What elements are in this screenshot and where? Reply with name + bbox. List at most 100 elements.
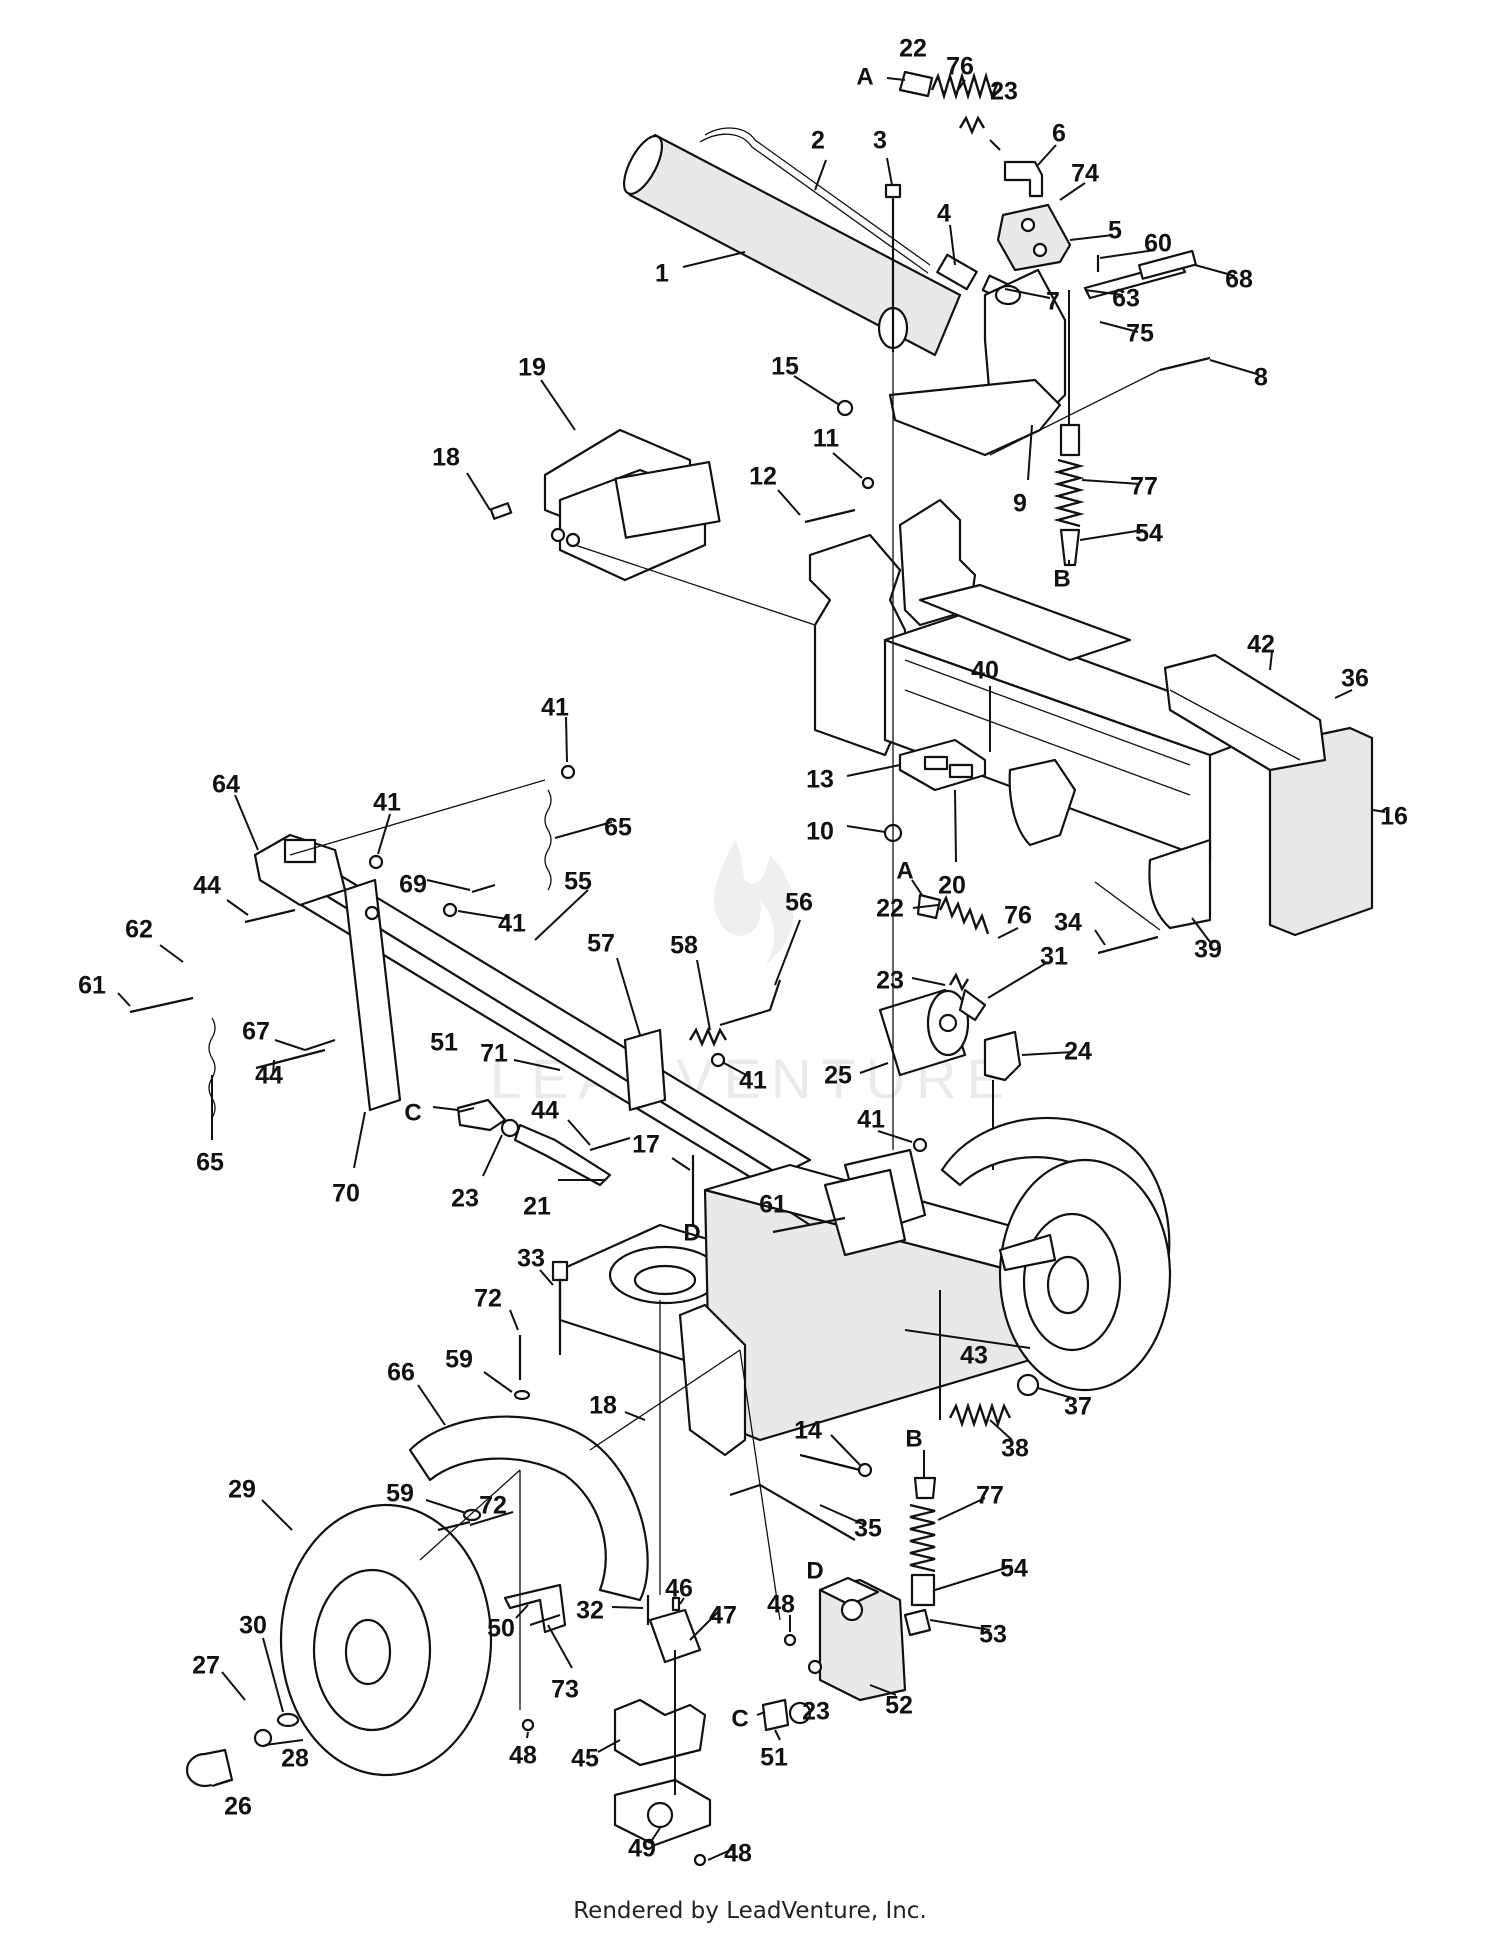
callout-34: 34 <box>1054 909 1082 937</box>
callout-21: 21 <box>523 1193 551 1221</box>
callout-61: 61 <box>78 972 106 1000</box>
callout-44: 44 <box>255 1062 283 1090</box>
callout-13: 13 <box>806 766 834 794</box>
callout-37: 37 <box>1064 1393 1092 1421</box>
callout-25: 25 <box>824 1062 852 1090</box>
callout-5: 5 <box>1108 217 1122 245</box>
base-axle-assembly <box>513 1148 1082 1541</box>
callout-36: 36 <box>1341 665 1369 693</box>
hose-a-lower <box>916 893 990 992</box>
callout-77: 77 <box>976 1482 1004 1510</box>
callout-76: 76 <box>946 53 974 81</box>
hydraulic-hose-part <box>704 127 931 266</box>
right-wheel-assembly <box>940 1116 1172 1392</box>
callout-18: 18 <box>589 1392 617 1420</box>
callout-22: 22 <box>899 35 927 63</box>
callout-33: 33 <box>517 1245 545 1273</box>
mount-bracket-19 <box>489 428 721 582</box>
callout-40: 40 <box>971 657 999 685</box>
callout-53: 53 <box>979 1621 1007 1649</box>
callout-71: 71 <box>480 1040 508 1068</box>
connector-letter-a: A <box>856 63 873 90</box>
watermark-flame-icon <box>714 840 794 965</box>
callout-23: 23 <box>451 1185 479 1213</box>
callout-48: 48 <box>509 1742 537 1770</box>
footer-credit: Rendered by LeadVenture, Inc. <box>573 1898 927 1924</box>
callout-41: 41 <box>857 1106 885 1134</box>
control-valve-part <box>996 203 1072 272</box>
callout-48: 48 <box>724 1840 752 1868</box>
callout-65: 65 <box>604 814 632 842</box>
callout-24: 24 <box>1064 1038 1092 1066</box>
hose-a-upper <box>898 70 1001 151</box>
connector-letter-b: B <box>1053 565 1070 592</box>
callout-11: 11 <box>813 425 840 453</box>
left-fender-part <box>408 1415 649 1602</box>
connector-letter-d: D <box>683 1219 700 1246</box>
callout-70: 70 <box>332 1180 360 1208</box>
callout-68: 68 <box>1225 266 1253 294</box>
hose-b-lower <box>909 1476 937 1607</box>
callout-46: 46 <box>665 1575 693 1603</box>
callout-23: 23 <box>876 967 904 995</box>
pump-assembly <box>521 1576 932 1867</box>
callout-67: 67 <box>242 1018 270 1046</box>
leader-lines <box>117 77 1386 1861</box>
callout-41: 41 <box>541 694 569 722</box>
callout-27: 27 <box>192 1652 220 1680</box>
callout-43: 43 <box>960 1342 988 1370</box>
callout-63: 63 <box>1112 285 1140 313</box>
callout-45: 45 <box>571 1745 599 1773</box>
callout-41: 41 <box>373 789 401 817</box>
connector-letter-a: A <box>896 857 913 884</box>
connector-letter-d: D <box>806 1557 823 1584</box>
callout-72: 72 <box>479 1492 507 1520</box>
callout-62: 62 <box>125 916 153 944</box>
callout-54: 54 <box>1000 1555 1028 1583</box>
jack-stand-part <box>343 878 402 1112</box>
callout-38: 38 <box>1001 1435 1029 1463</box>
callout-4: 4 <box>937 200 951 228</box>
callout-17: 17 <box>632 1131 660 1159</box>
callout-12: 12 <box>749 463 777 491</box>
callout-54: 54 <box>1135 520 1163 548</box>
callout-59: 59 <box>386 1480 414 1508</box>
callout-76: 76 <box>1004 902 1032 930</box>
callout-55: 55 <box>564 868 592 896</box>
callout-69: 69 <box>399 871 427 899</box>
beam-assembly <box>808 498 1374 955</box>
filter-assembly <box>878 988 1022 1170</box>
callout-3: 3 <box>873 127 887 155</box>
callout-65: 65 <box>196 1149 224 1177</box>
callout-29: 29 <box>228 1476 256 1504</box>
connector-letter-c: C <box>404 1099 421 1126</box>
callout-41: 41 <box>739 1067 767 1095</box>
callout-61: 61 <box>759 1191 787 1219</box>
callout-22: 22 <box>876 895 904 923</box>
callout-9: 9 <box>1013 490 1027 518</box>
callout-57: 57 <box>587 930 615 958</box>
hose-b-upper <box>1053 290 1085 567</box>
connector-letter-c: C <box>731 1705 748 1732</box>
callout-28: 28 <box>281 1745 309 1773</box>
callout-48: 48 <box>767 1591 795 1619</box>
callout-60: 60 <box>1144 230 1172 258</box>
callout-6: 6 <box>1052 120 1066 148</box>
callout-49: 49 <box>628 1835 656 1863</box>
callout-50: 50 <box>487 1615 515 1643</box>
callout-73: 73 <box>551 1676 579 1704</box>
callout-20: 20 <box>938 872 966 900</box>
callout-8: 8 <box>1254 364 1268 392</box>
callout-39: 39 <box>1194 936 1222 964</box>
callout-1: 1 <box>655 260 669 288</box>
callout-59: 59 <box>445 1346 473 1374</box>
callout-10: 10 <box>806 818 834 846</box>
callout-23: 23 <box>990 78 1018 106</box>
callout-77: 77 <box>1130 473 1158 501</box>
left-wheel-assembly <box>185 1415 649 1788</box>
end-plate-part <box>1268 726 1374 937</box>
callout-51: 51 <box>430 1029 458 1057</box>
callout-14: 14 <box>794 1417 822 1445</box>
